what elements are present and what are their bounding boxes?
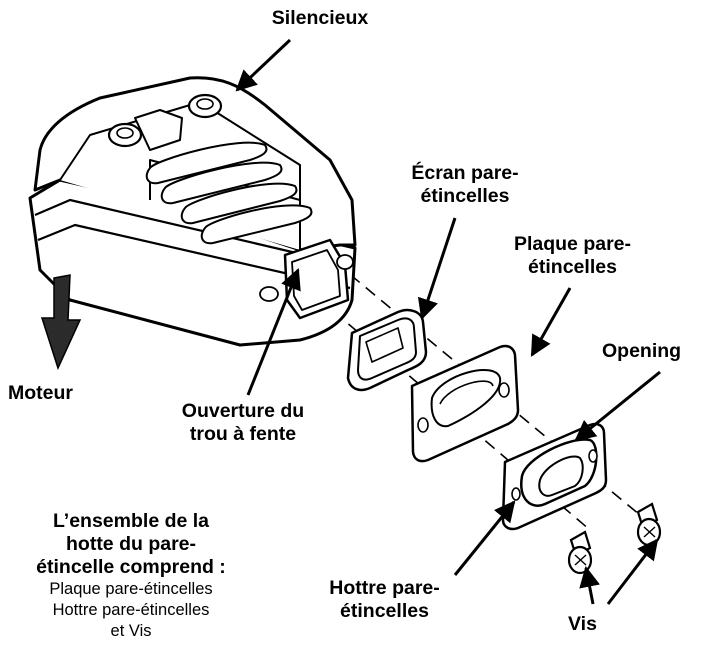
label-silencieux: Silencieux	[240, 7, 400, 30]
label-hottre-line2: étincelles	[340, 600, 429, 622]
label-ouverture-line1: Ouverture du	[181, 400, 305, 422]
label-opening: Opening	[602, 340, 681, 363]
muffler	[28, 76, 357, 347]
assembly-heading-line2: hotte du pare-	[66, 533, 196, 555]
assembly-heading-line1: L’ensemble de la	[52, 510, 210, 532]
spark-arrestor-hood	[501, 422, 608, 531]
leader-arrows	[235, 38, 661, 605]
label-plaque: Plaque pare- étincelles	[500, 233, 645, 279]
label-moteur: Moteur	[8, 382, 73, 405]
label-ecran-line2: étincelles	[420, 185, 510, 207]
label-hottre: Hottre pare- étincelles	[312, 577, 457, 623]
assembly-note: L’ensemble de la hotte du pare- étincell…	[0, 510, 262, 642]
label-ouverture: Ouverture du trou à fente	[158, 400, 328, 446]
label-ecran: Écran pare- étincelles	[400, 162, 530, 208]
label-ecran-line1: Écran pare-	[411, 162, 519, 184]
label-plaque-line1: Plaque pare-	[513, 233, 632, 255]
label-ouverture-line2: trou à fente	[189, 423, 297, 445]
label-opening-text: Opening	[602, 340, 682, 362]
assembly-item-2: Hottre pare-étincelles	[52, 601, 210, 619]
engine-direction-arrow	[40, 274, 82, 371]
label-plaque-line2: étincelles	[528, 256, 617, 278]
spark-arrestor-plate	[410, 344, 520, 463]
label-silencieux-text: Silencieux	[271, 7, 369, 29]
label-moteur-text: Moteur	[8, 382, 73, 404]
spark-arrestor-screen	[346, 308, 428, 392]
assembly-item-3: et Vis	[110, 622, 152, 640]
assembly-item-1: Plaque pare-étincelles	[49, 580, 213, 598]
assembly-heading-line3: étincelle comprend :	[36, 556, 226, 578]
label-vis: Vis	[568, 613, 597, 636]
screw-right	[636, 502, 662, 547]
label-hottre-line1: Hottre pare-	[329, 577, 440, 599]
label-vis-text: Vis	[568, 613, 597, 635]
screw-left	[567, 530, 593, 575]
